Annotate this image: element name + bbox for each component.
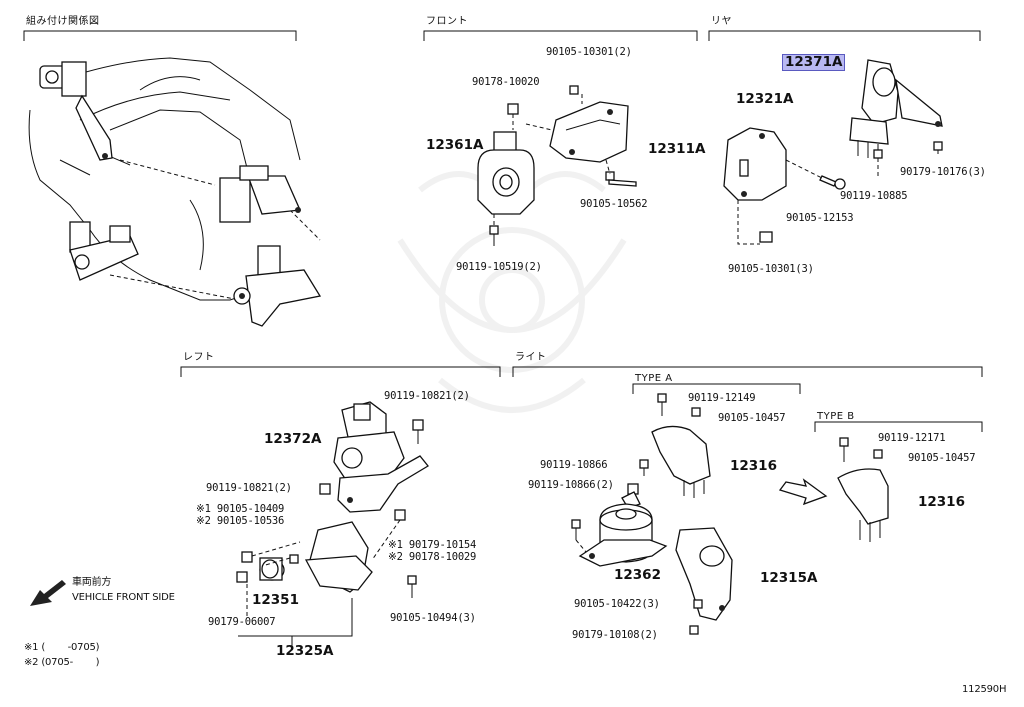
part-label[interactable]: 90105-12153	[786, 212, 854, 224]
part-label[interactable]: 12361A	[426, 137, 484, 153]
section-title-left: レフト	[183, 352, 215, 363]
section-title-front: フロント	[426, 16, 468, 27]
left-mount-drawing	[236, 401, 429, 646]
part-label[interactable]: 90119-10866	[540, 459, 608, 471]
front-mount-drawing	[477, 85, 637, 246]
part-label[interactable]: 12316	[918, 494, 965, 510]
part-label[interactable]: 12325A	[276, 643, 334, 659]
part-label[interactable]: 90105-10457	[908, 452, 976, 464]
part-label[interactable]: 12315A	[760, 570, 818, 586]
part-label[interactable]: 12372A	[264, 431, 322, 447]
section-title-type-a: TYPE A	[635, 373, 673, 384]
footnote-1: ※1 ( -0705)	[24, 642, 100, 653]
part-label[interactable]: 90119-12171	[878, 432, 946, 444]
part-label[interactable]: 90119-10866(2)	[528, 479, 614, 491]
part-label[interactable]: ※1 90105-10409	[196, 503, 285, 515]
direction-label-en: VEHICLE FRONT SIDE	[72, 592, 175, 603]
right-mount-drawing	[571, 393, 889, 635]
part-label[interactable]: 90119-10821(2)	[384, 390, 470, 402]
part-label[interactable]: 90119-10519(2)	[456, 261, 542, 273]
part-label[interactable]: 90179-06007	[208, 616, 276, 628]
section-brackets	[23, 30, 983, 432]
assembly-overview	[28, 57, 322, 327]
section-title-type-b: TYPE B	[817, 411, 855, 422]
part-label[interactable]: 90105-10301(2)	[546, 46, 632, 58]
part-label[interactable]: 90105-10457	[718, 412, 786, 424]
part-label[interactable]: 90119-10821(2)	[206, 482, 292, 494]
part-label[interactable]: ※1 90179-10154	[388, 539, 477, 551]
part-label[interactable]: 90105-10494(3)	[390, 612, 476, 624]
footnote-2: ※2 (0705- )	[24, 657, 100, 668]
front-direction-arrow	[30, 580, 66, 606]
part-label[interactable]: ※2 90178-10029	[388, 551, 477, 563]
part-label[interactable]: 90105-10562	[580, 198, 648, 210]
part-label[interactable]: 12311A	[648, 141, 706, 157]
section-title-assembly: 組み付け関係図	[26, 16, 100, 27]
part-label[interactable]: 12351	[252, 592, 299, 608]
section-title-rear: リヤ	[711, 16, 732, 27]
direction-label-jp: 車両前方	[72, 577, 112, 588]
part-label[interactable]: 90178-10020	[472, 76, 540, 88]
part-label[interactable]: 12316	[730, 458, 777, 474]
part-label[interactable]: 90105-10301(3)	[728, 263, 814, 275]
part-label[interactable]: 90179-10108(2)	[572, 629, 658, 641]
part-label[interactable]: 90119-12149	[688, 392, 756, 404]
part-label[interactable]: ※2 90105-10536	[196, 515, 285, 527]
rear-mount-drawing	[723, 59, 943, 245]
part-label[interactable]: 90119-10885	[840, 190, 908, 202]
part-label[interactable]: 12362	[614, 567, 661, 583]
part-label[interactable]: 90105-10422(3)	[574, 598, 660, 610]
section-title-right: ライト	[515, 352, 547, 363]
part-label[interactable]: 12321A	[736, 91, 794, 107]
part-label-highlighted[interactable]: 12371A	[782, 54, 846, 71]
diagram-code: 112590H	[962, 684, 1007, 695]
part-label[interactable]: 90179-10176(3)	[900, 166, 986, 178]
